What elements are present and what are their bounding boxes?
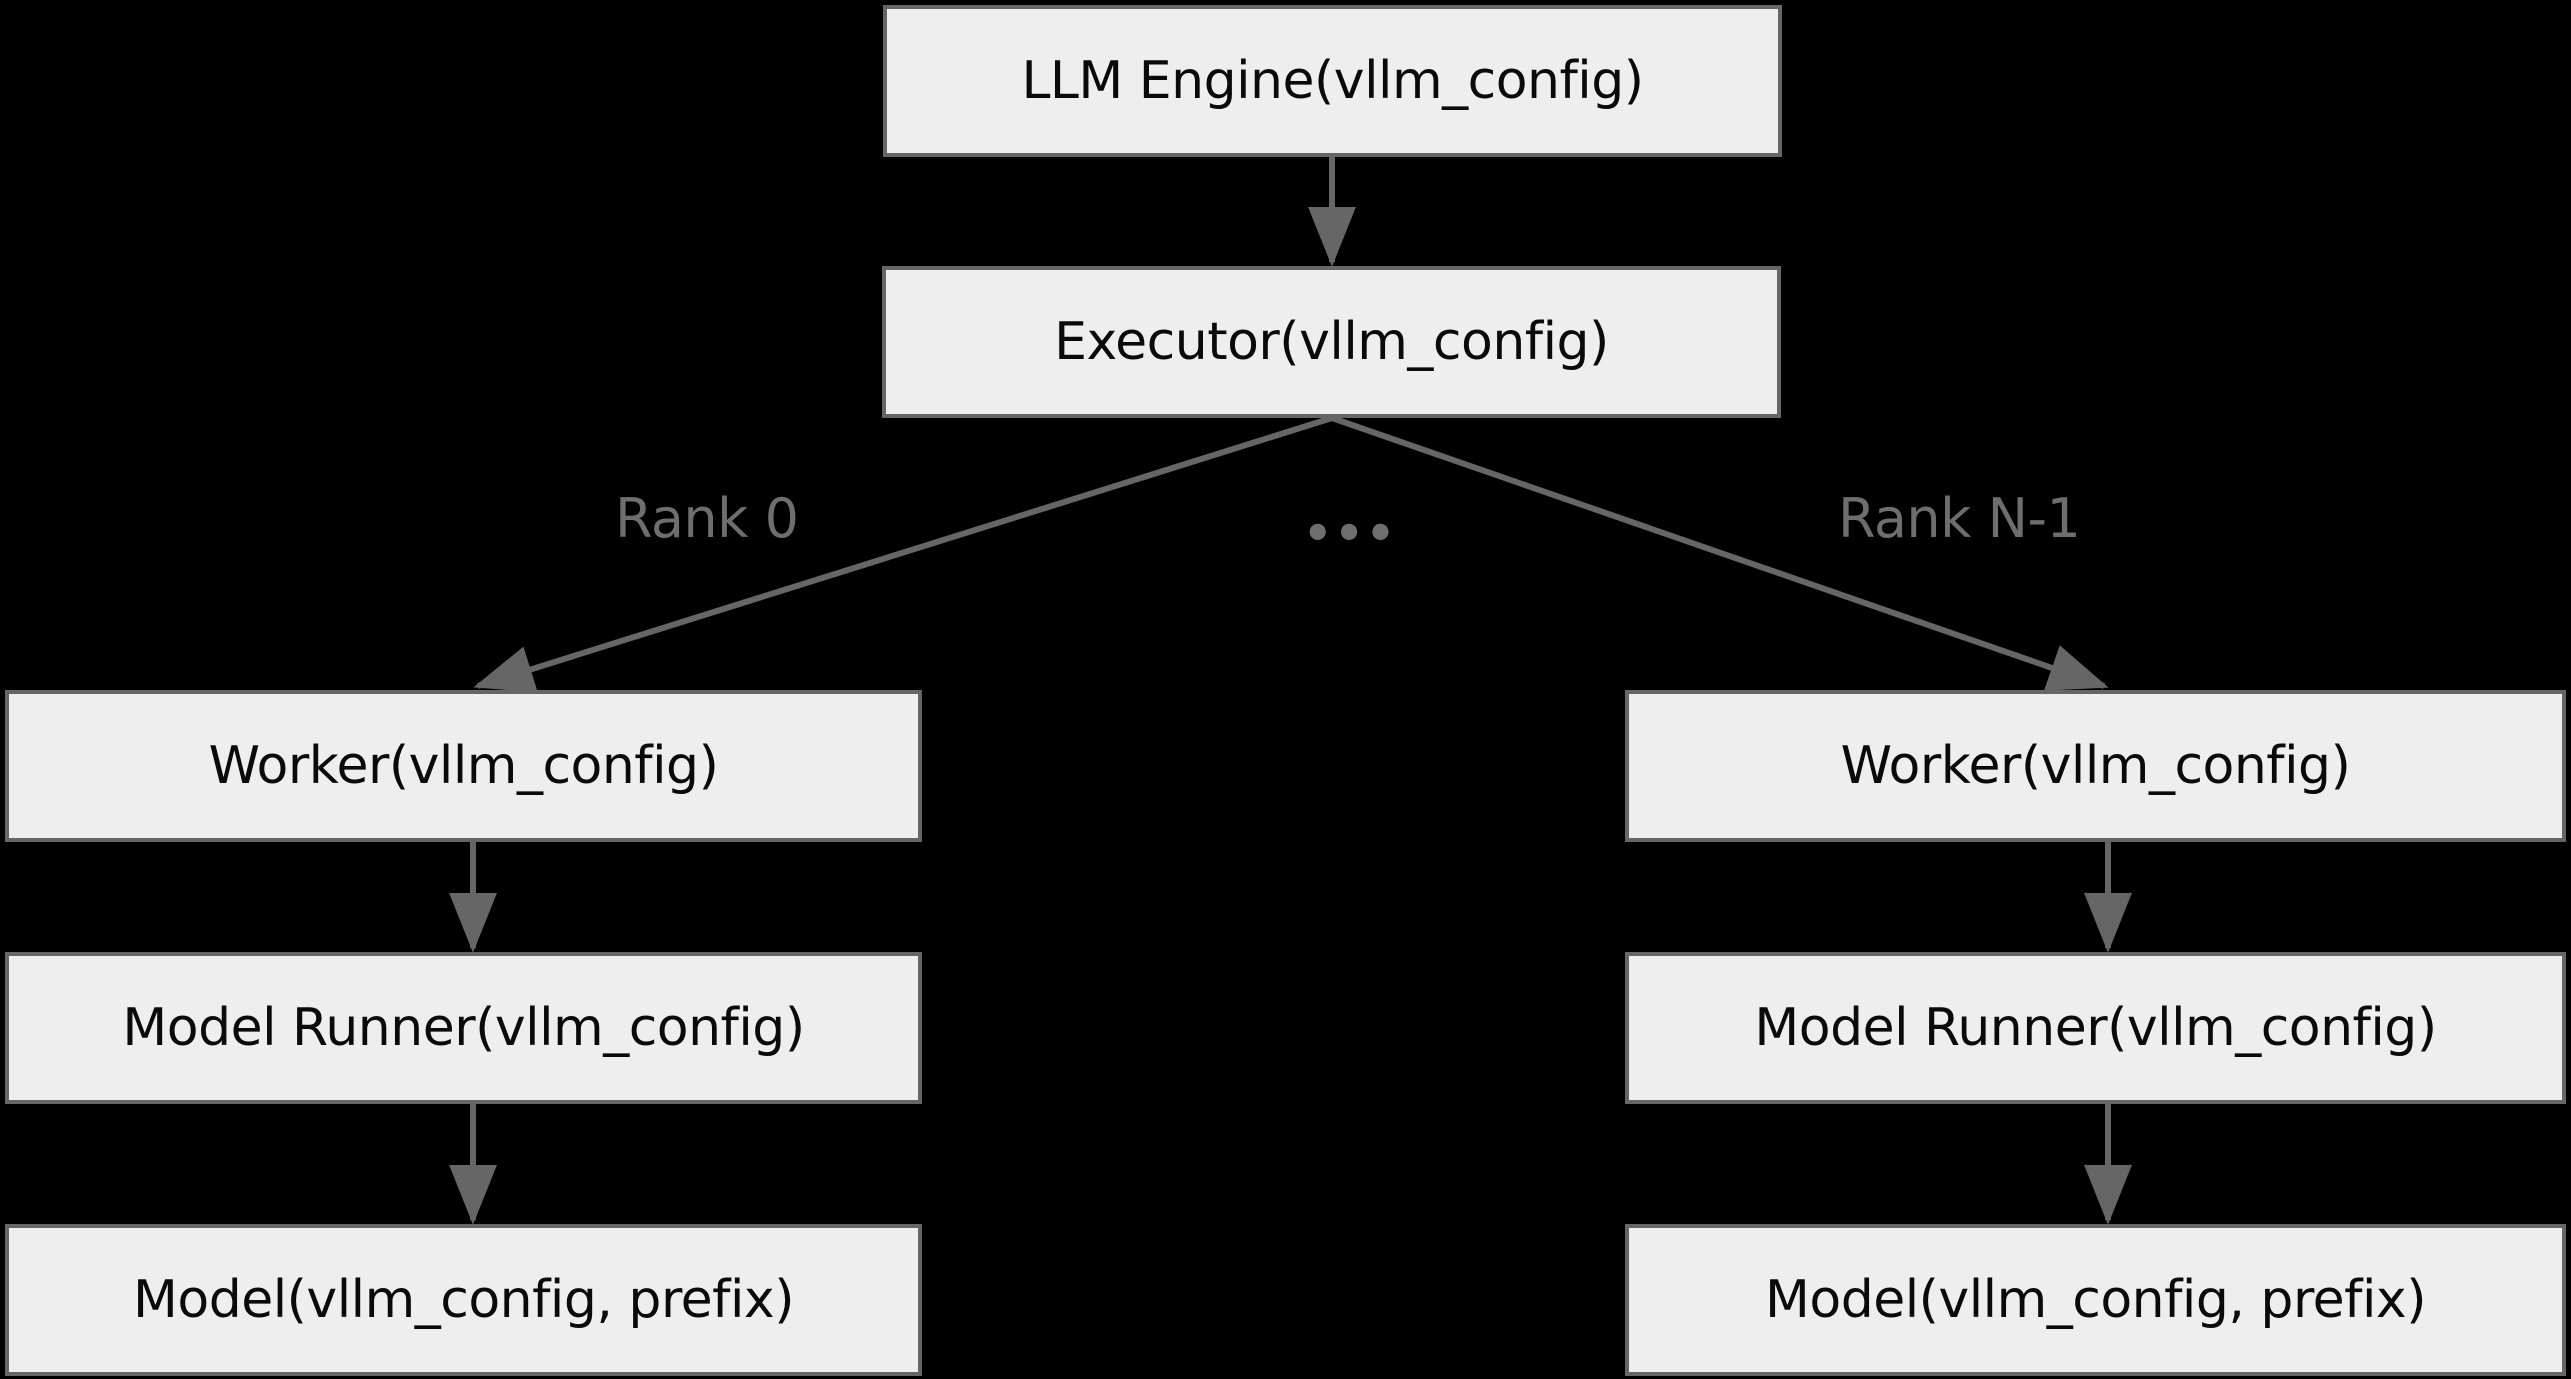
node-worker-rankn[interactable]: Worker(vllm_config): [1625, 690, 2566, 842]
node-model-rank0[interactable]: Model(vllm_config, prefix): [5, 1224, 922, 1376]
edge-executor-to-worker-rank0: [473, 415, 1333, 693]
edge-executor-to-worker-rankn: [1331, 415, 2109, 691]
edge-label-rank-0: Rank 0: [615, 487, 799, 550]
node-model-runner-rankn[interactable]: Model Runner(vllm_config): [1625, 952, 2566, 1104]
node-model-rankn[interactable]: Model(vllm_config, prefix): [1625, 1224, 2566, 1376]
edge-label-ellipsis: •••: [1303, 506, 1398, 560]
edge-label-rank-n-minus-1: Rank N-1: [1838, 487, 2081, 550]
node-llm-engine[interactable]: LLM Engine(vllm_config): [883, 5, 1782, 157]
node-model-runner-rank0[interactable]: Model Runner(vllm_config): [5, 952, 922, 1104]
node-worker-rank0[interactable]: Worker(vllm_config): [5, 690, 922, 842]
node-executor[interactable]: Executor(vllm_config): [882, 266, 1781, 418]
